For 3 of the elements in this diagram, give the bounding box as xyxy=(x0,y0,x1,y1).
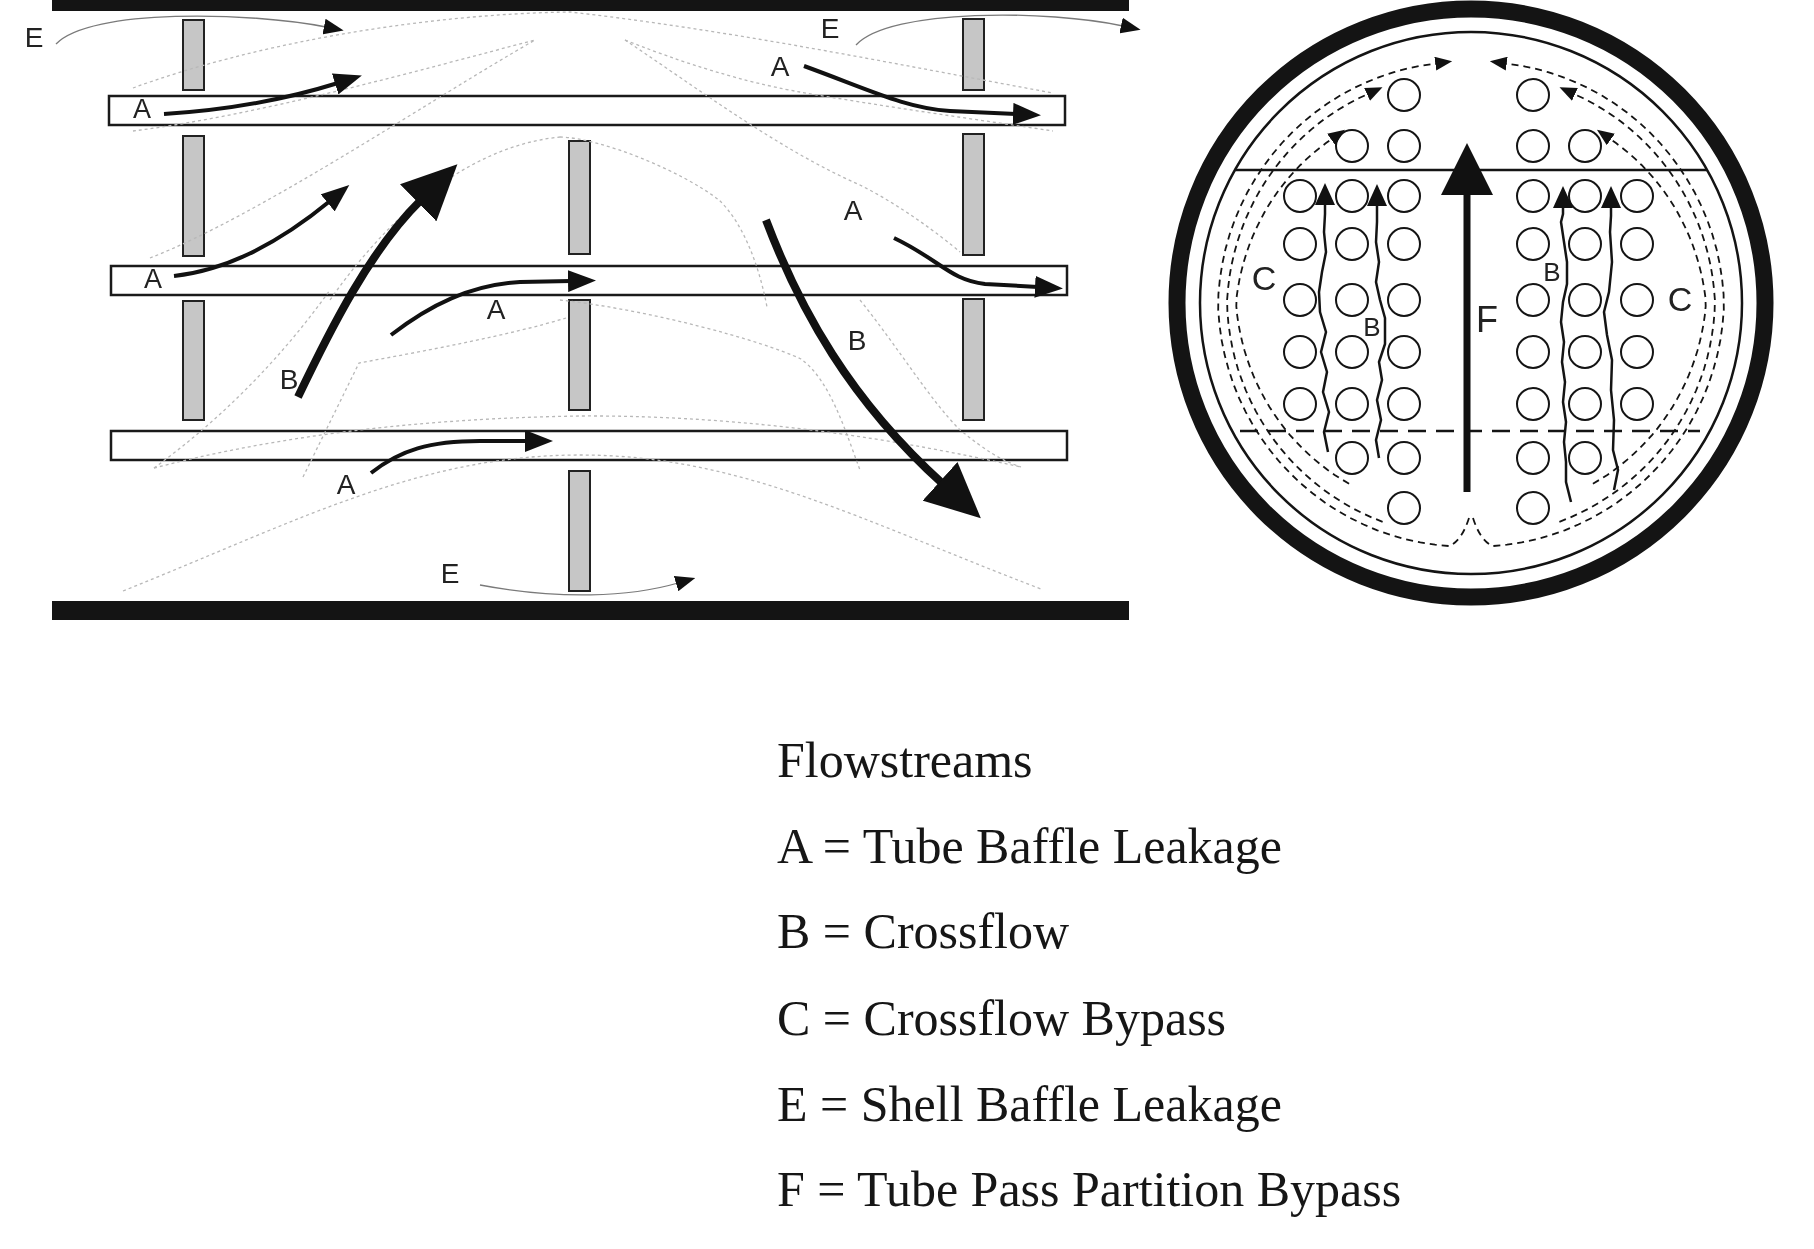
legend-entry: B = Crossflow xyxy=(777,906,1070,956)
flow-label: E xyxy=(24,26,44,50)
legend-heading: Flowstreams xyxy=(777,735,1033,785)
